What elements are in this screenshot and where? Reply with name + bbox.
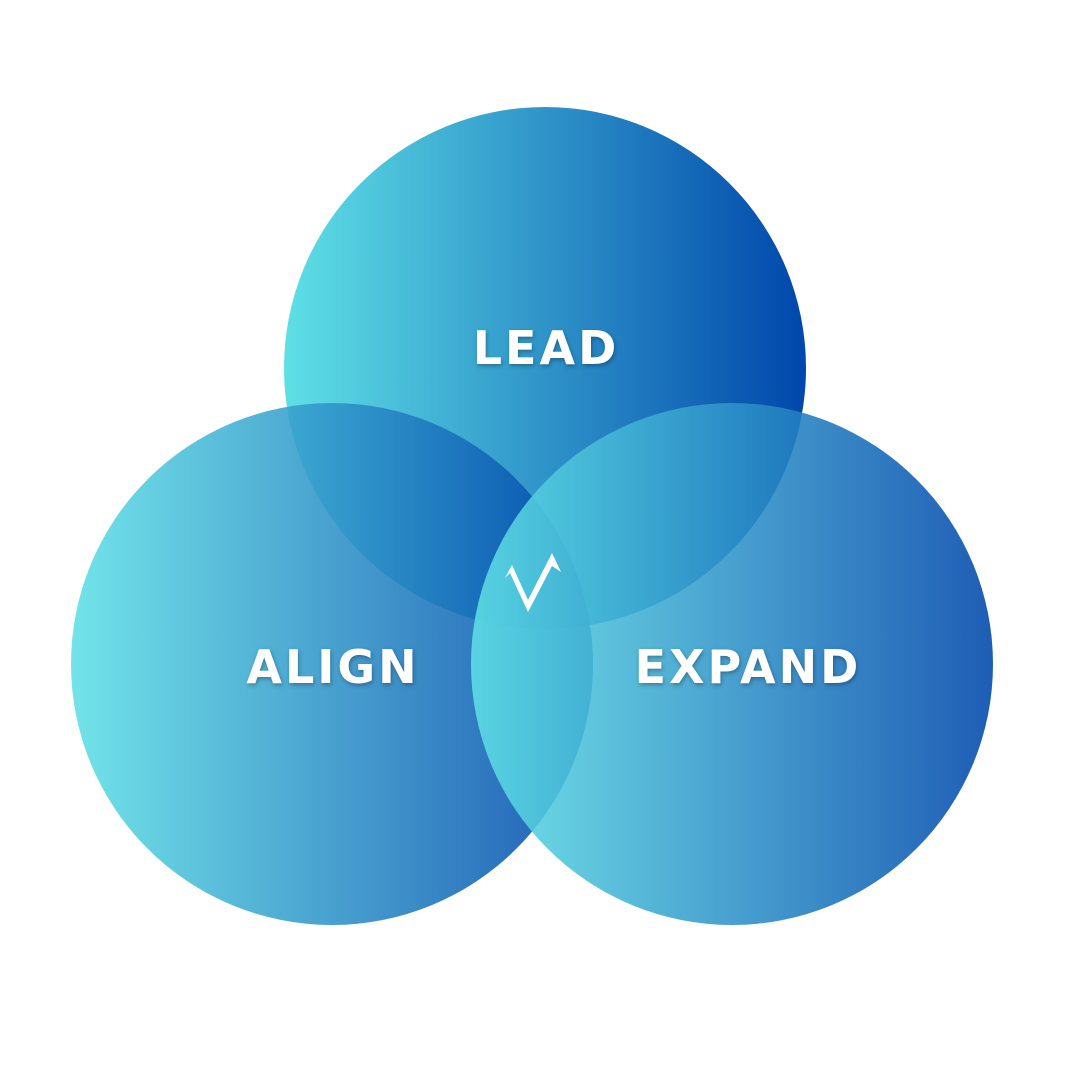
circle-expand: [471, 403, 993, 925]
label-align: ALIGN: [246, 640, 419, 694]
label-lead: LEAD: [473, 321, 620, 375]
check-mark-logo-icon: [505, 553, 561, 612]
circle-align: [71, 403, 593, 925]
label-expand: EXPAND: [635, 640, 862, 694]
